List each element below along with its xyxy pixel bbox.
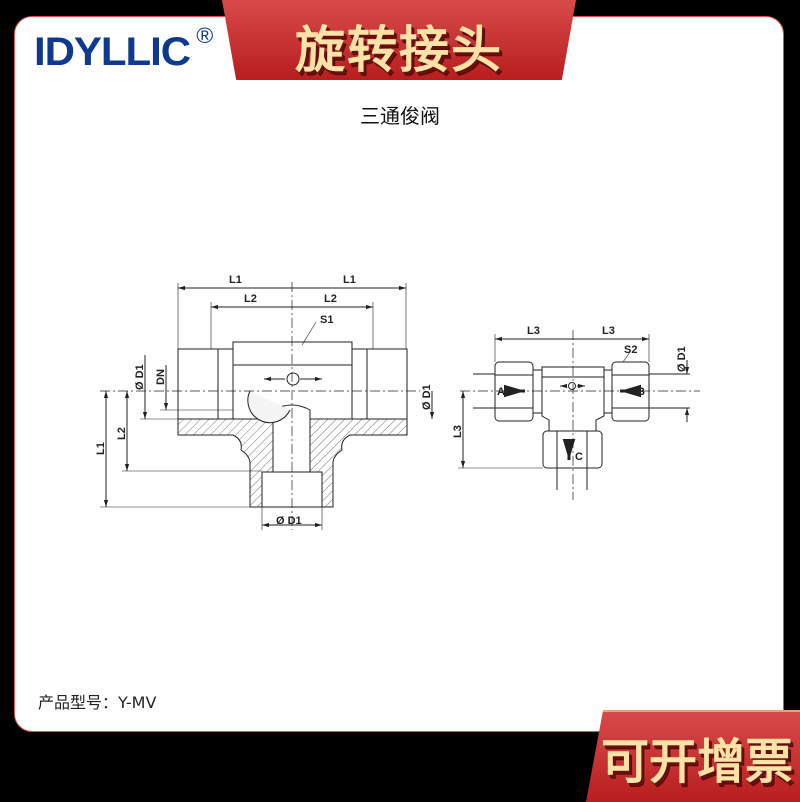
model-number: 产品型号：Y-MV — [38, 693, 157, 712]
dim-s1: S1 — [320, 314, 333, 326]
product-subtitle: 三通俊阀 — [360, 104, 440, 128]
title-banner — [222, 0, 576, 80]
port-a-label: A — [497, 386, 505, 398]
dim-l1-vertical: L1 — [95, 442, 107, 455]
port-c-label: C — [575, 451, 583, 463]
dim-d1-right: Ø D1 — [421, 384, 433, 410]
dim-s2: S2 — [624, 344, 637, 356]
dim-d1-right-tube: Ø D1 — [676, 346, 688, 372]
dim-d1-bottom: Ø D1 — [276, 515, 302, 527]
dim-l1-left: L1 — [229, 274, 242, 286]
dim-l3-right: L3 — [602, 325, 615, 337]
dim-l2-left: L2 — [244, 293, 257, 305]
dim-l3-vertical: L3 — [452, 425, 464, 438]
dim-d1-left: Ø D1 — [134, 364, 146, 390]
dim-l2-right: L2 — [324, 293, 337, 305]
right-valve-drawing: L3 L3 S2 A B C L3 Ø D1 — [452, 325, 700, 500]
port-b-label: B — [637, 386, 645, 398]
dim-l3-left: L3 — [527, 325, 540, 337]
dim-dn: DN — [155, 369, 167, 385]
left-valve-drawing: L1 L1 L2 L2 S1 Ø D1 L1 L2 Ø D1 DN Ø D1 — [95, 274, 435, 530]
dim-l1-right: L1 — [343, 274, 356, 286]
banner-title: 旋转接头 — [295, 21, 503, 79]
invoice-banner-text: 可开增票 — [600, 734, 793, 790]
dim-l2-vertical: L2 — [116, 427, 128, 440]
invoice-banner — [586, 710, 800, 802]
brand-logo: IDYLLIC® — [34, 22, 213, 74]
